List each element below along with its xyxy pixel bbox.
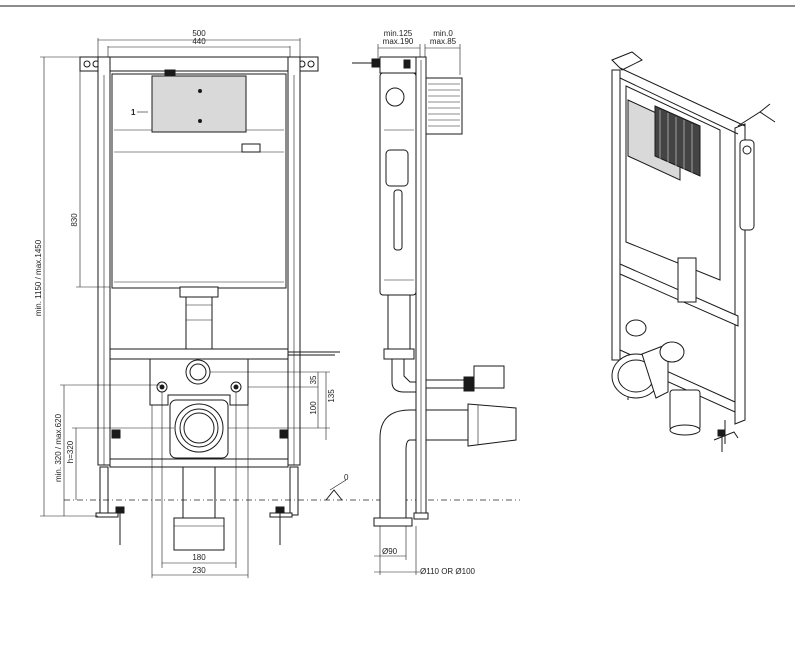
dim-100: 100 <box>309 401 318 415</box>
dim-depth-max: max.190 <box>383 37 414 46</box>
side-ribbed-panel <box>425 77 463 135</box>
persp-left-post <box>611 69 621 361</box>
dim-height-total: min. 1150 / max.1450 <box>34 239 43 316</box>
dim-diameter-110-100: Ø110 OR Ø100 <box>420 567 476 576</box>
dim-diameter-90: Ø90 <box>382 547 398 556</box>
side-bend-pipe <box>379 409 417 521</box>
waste-pipe <box>173 517 225 551</box>
side-flush-connector <box>473 365 505 389</box>
dim-135: 135 <box>327 389 336 403</box>
frame-bottom-bar <box>109 458 289 468</box>
frame-crossbar <box>109 348 289 360</box>
perspective-view <box>611 51 776 452</box>
waste-outlet <box>174 403 224 453</box>
persp-waste-pipe <box>669 389 701 431</box>
floor-zero: 0 <box>344 473 349 482</box>
side-view: min.125 max.190 min.0 max.85 <box>325 29 517 576</box>
dim-width-outer: 500 <box>192 29 206 38</box>
dim-35: 35 <box>309 375 318 384</box>
side-waste-connector <box>467 403 517 447</box>
badge-label: 1 <box>131 108 136 117</box>
flush-pipe <box>185 296 213 350</box>
lower-mount-plate <box>149 358 249 406</box>
dim-depth-min: min.125 <box>384 29 413 38</box>
persp-ribbed-module <box>654 105 701 177</box>
dim-width-inner: 440 <box>192 37 206 46</box>
dim-230: 230 <box>192 566 206 575</box>
frame-top-bar <box>79 56 319 72</box>
front-view: 500 440 1 <box>34 29 520 578</box>
control-box <box>151 75 247 133</box>
dim-h-value: h=320 <box>66 440 75 463</box>
dim-offset-max: max.85 <box>430 37 457 46</box>
dim-height-tank: 830 <box>70 213 79 227</box>
dim-180: 180 <box>192 553 206 562</box>
dim-offset-min: min.0 <box>433 29 453 38</box>
dim-height-bottom: min. 320 / max.620 <box>54 413 63 482</box>
